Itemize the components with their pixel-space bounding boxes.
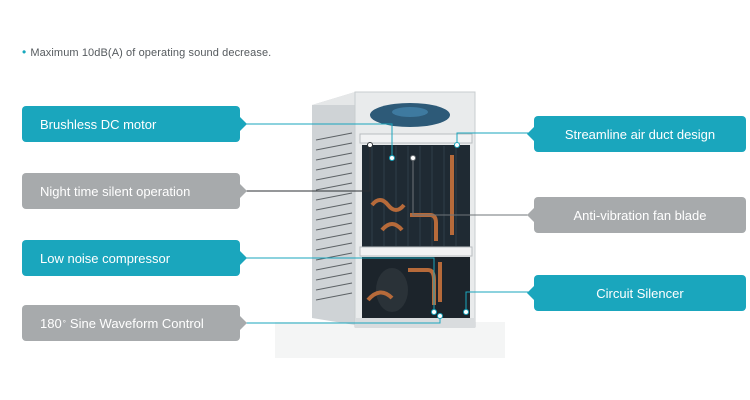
label-brushless-dc-motor: Brushless DC motor (22, 106, 247, 142)
unit-side-panel (312, 92, 355, 325)
middle-rail (359, 246, 473, 257)
compressor (376, 268, 408, 312)
label-text: Brushless DC motor (40, 116, 157, 132)
label-text: 180 (40, 315, 62, 331)
label-text: Night time silent operation (40, 183, 191, 199)
label-anti-vibration-fan-blade: Anti-vibration fan blade (527, 197, 746, 233)
label-text: Anti-vibration fan blade (573, 207, 707, 223)
feature-note: •Maximum 10dB(A) of operating sound decr… (22, 45, 271, 59)
label-sine-waveform-control: 180°Sine Waveform Control (22, 305, 247, 341)
label-text: Streamline air duct design (564, 126, 716, 142)
label-streamline-air-duct-design: Streamline air duct design (527, 116, 746, 152)
degree-symbol: ° (62, 318, 66, 328)
side-grille (315, 132, 353, 301)
bullet-icon: • (22, 45, 27, 59)
note-text: Maximum 10dB(A) of operating sound decre… (30, 47, 272, 59)
fan-hub (392, 107, 428, 117)
label-text: Circuit Silencer (596, 285, 684, 301)
top-rail (359, 133, 473, 144)
label-low-noise-compressor: Low noise compressor (22, 240, 247, 276)
leader-endpoints (367, 142, 469, 319)
label-circuit-silencer: Circuit Silencer (527, 275, 746, 311)
label-night-time-silent-operation: Night time silent operation (22, 173, 247, 209)
label-text-rest: Sine Waveform Control (69, 315, 204, 331)
label-text: Low noise compressor (40, 250, 171, 266)
